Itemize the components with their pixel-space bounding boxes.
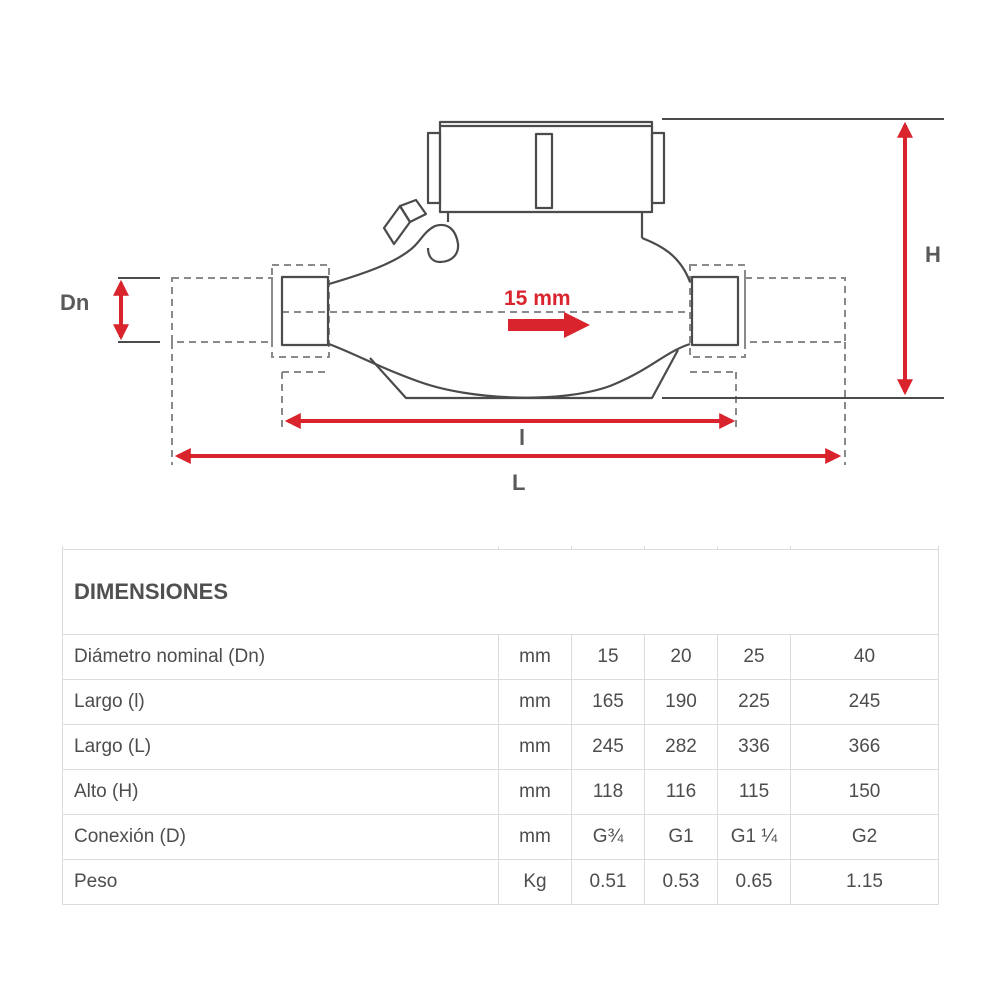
- row-value: G1: [644, 814, 718, 860]
- row-value: 165: [571, 679, 645, 725]
- table-row: Alto (H) mm 118 116 115 150: [62, 769, 939, 815]
- table-title-row: DIMENSIONES: [62, 549, 939, 635]
- row-value: 366: [790, 724, 939, 770]
- row-value: 116: [644, 769, 718, 815]
- dn-label: Dn: [60, 290, 89, 315]
- row-value: 190: [644, 679, 718, 725]
- row-label: Conexión (D): [62, 814, 499, 860]
- row-value: 15: [571, 634, 645, 680]
- row-value: 245: [571, 724, 645, 770]
- h-label: H: [925, 242, 941, 267]
- row-label: Alto (H): [62, 769, 499, 815]
- row-label: Peso: [62, 859, 499, 905]
- dimension-arrows: [113, 121, 913, 464]
- row-unit: mm: [498, 814, 572, 860]
- row-value: 225: [717, 679, 791, 725]
- table-row: Conexión (D) mm G¾ G1 G1 ¼ G2: [62, 814, 939, 860]
- row-unit: mm: [498, 634, 572, 680]
- row-value: 20: [644, 634, 718, 680]
- table-row: Diámetro nominal (Dn) mm 15 20 25 40: [62, 634, 939, 680]
- row-value: 336: [717, 724, 791, 770]
- row-value: 282: [644, 724, 718, 770]
- row-label: Largo (L): [62, 724, 499, 770]
- row-value: 115: [717, 769, 791, 815]
- row-value: 245: [790, 679, 939, 725]
- table-row: Largo (L) mm 245 282 336 366: [62, 724, 939, 770]
- row-value: 118: [571, 769, 645, 815]
- row-value: 0.53: [644, 859, 718, 905]
- row-value: G2: [790, 814, 939, 860]
- row-unit: mm: [498, 679, 572, 725]
- table-row: Peso Kg 0.51 0.53 0.65 1.15: [62, 859, 939, 905]
- meter-body: [280, 120, 740, 400]
- row-label: Diámetro nominal (Dn): [62, 634, 499, 680]
- flow-direction-arrow: [508, 312, 590, 338]
- dimensions-table: DIMENSIONES Diámetro nominal (Dn) mm 15 …: [62, 546, 939, 905]
- table-title: DIMENSIONES: [62, 549, 939, 635]
- row-value: 25: [717, 634, 791, 680]
- row-value: 40: [790, 634, 939, 680]
- row-value: 0.65: [717, 859, 791, 905]
- water-meter-dimension-diagram: Dn H l L 15 mm: [60, 118, 944, 495]
- connector-pipes-dashed: [171, 264, 846, 465]
- l-big-label: L: [512, 470, 525, 495]
- row-value: 150: [790, 769, 939, 815]
- height-extension-lines: [118, 118, 944, 399]
- row-value: 1.15: [790, 859, 939, 905]
- table-top-gap: [62, 546, 939, 550]
- row-label: Largo (l): [62, 679, 499, 725]
- row-unit: Kg: [498, 859, 572, 905]
- l-small-label: l: [519, 425, 525, 450]
- table-row: Largo (l) mm 165 190 225 245: [62, 679, 939, 725]
- row-value: G1 ¼: [717, 814, 791, 860]
- row-unit: mm: [498, 724, 572, 770]
- row-unit: mm: [498, 769, 572, 815]
- row-value: G¾: [571, 814, 645, 860]
- flow-label: 15 mm: [504, 287, 571, 310]
- row-value: 0.51: [571, 859, 645, 905]
